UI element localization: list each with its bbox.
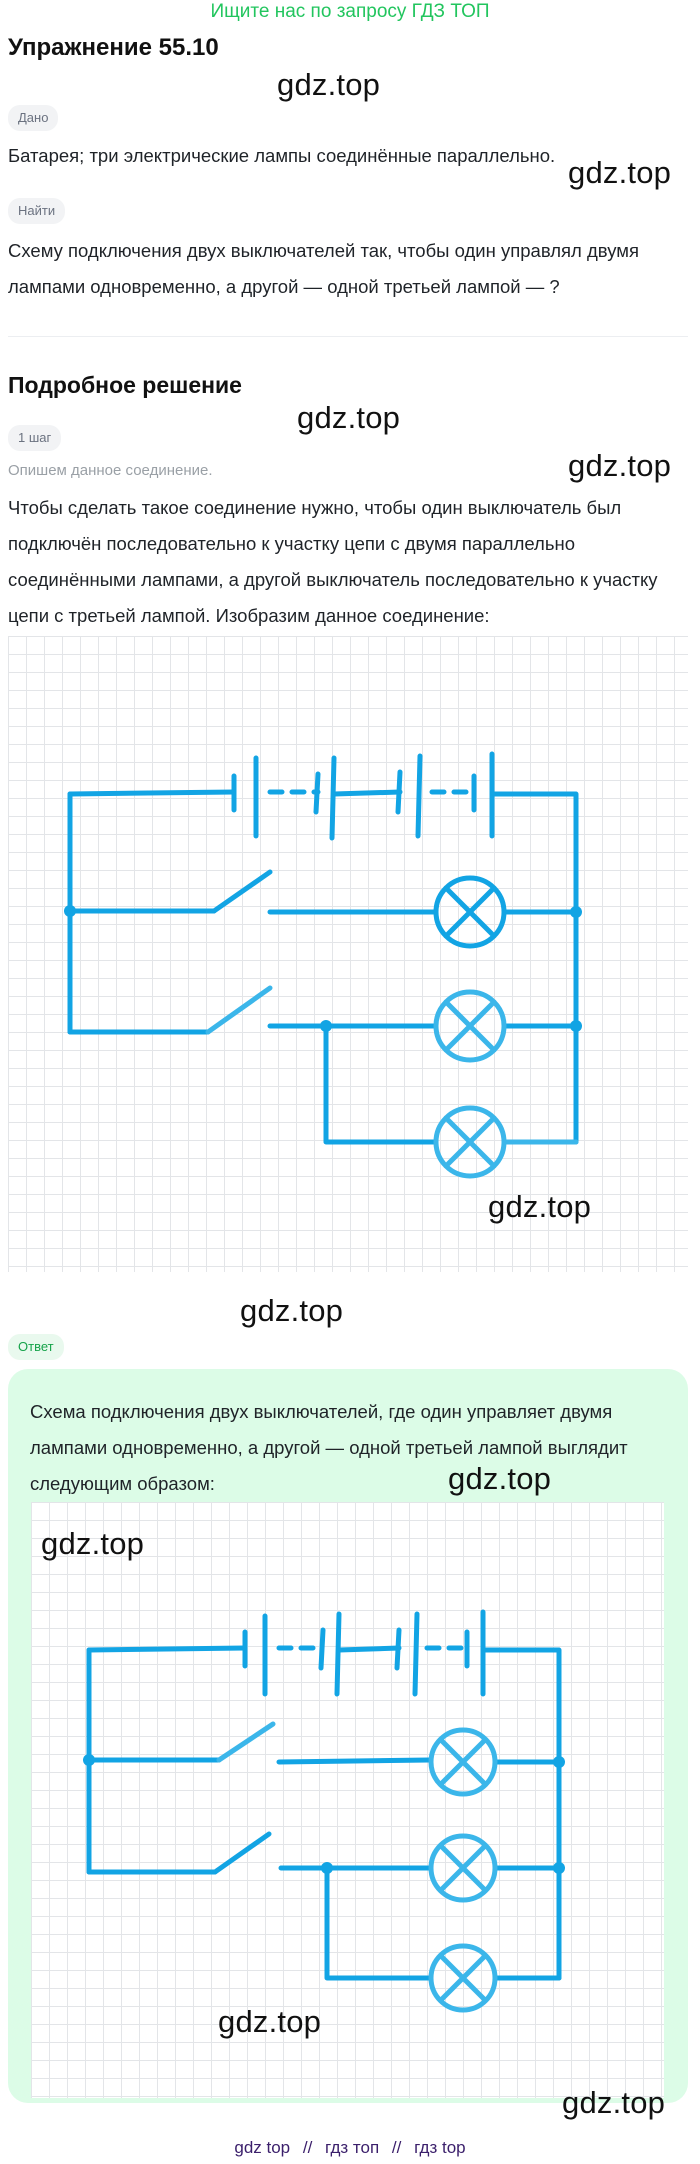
battery-cell [464, 1609, 486, 1697]
lamp-3 [428, 1943, 498, 2013]
wire [86, 1645, 248, 1653]
wire [336, 1645, 402, 1653]
battery-cell [231, 755, 259, 839]
wire [324, 1865, 434, 1981]
footer-separator: // [391, 2138, 402, 2157]
watermark: gdz.top [277, 67, 381, 102]
footer-link[interactable]: gdz top [234, 2138, 291, 2157]
junction [320, 1020, 332, 1032]
find-chip: Найти [8, 198, 66, 224]
wire [323, 1023, 439, 1145]
junction [321, 1862, 333, 1874]
switch-1 [211, 869, 273, 914]
answer-line: следующим образом: [30, 1473, 215, 1494]
wire [489, 791, 579, 917]
page-title: Упражнение 55.10 [8, 34, 219, 61]
footer-link[interactable]: гдз top [414, 2138, 466, 2157]
circuit-diagram [64, 751, 582, 1179]
battery-cell [318, 1611, 342, 1697]
junction [570, 906, 582, 918]
solution-line: соединёнными лампами, а другой выключате… [8, 569, 658, 590]
given-chip: Дано [8, 105, 59, 131]
junction [553, 1756, 565, 1768]
solution-line: цепи с третьей лампой. Изобразим данное … [8, 605, 490, 626]
watermark: gdz.top [488, 1189, 592, 1224]
junction [64, 905, 76, 917]
junction [553, 1862, 565, 1874]
top-banner[interactable]: Ищите нас по запросу ГДЗ ТОП [210, 1, 490, 22]
wire [480, 1647, 562, 1765]
wire [67, 789, 237, 800]
answer-circuit-diagram [83, 1609, 565, 2013]
battery-cell [395, 753, 423, 839]
watermark: gdz.top [41, 1526, 145, 1561]
footer-link[interactable]: гдз топ [325, 2138, 380, 2157]
watermark: gdz.top [568, 155, 672, 190]
lamp-3 [433, 1105, 507, 1179]
solution-line: подключён последовательно к участку цепи… [8, 533, 575, 554]
watermark: gdz.top [240, 1293, 344, 1328]
junction [570, 1020, 582, 1032]
wire [331, 789, 403, 797]
answer-line: лампами одновременно, а другой — одной т… [30, 1437, 628, 1458]
step-chip: 1 шаг [8, 425, 62, 451]
battery-cell [394, 1611, 420, 1697]
solution-line: Чтобы сделать такое соединение нужно, чт… [8, 497, 622, 518]
watermark: gdz.top [218, 2004, 322, 2039]
watermark: gdz.top [448, 1461, 552, 1496]
given-text: Батарея; три электрические лампы соединё… [8, 145, 556, 166]
solution-heading: Подробное решение [8, 372, 242, 398]
junction [83, 1754, 95, 1766]
divider [8, 336, 688, 337]
lamp-1 [433, 875, 507, 949]
watermark: gdz.top [297, 400, 401, 435]
lamp-2 [428, 1833, 498, 1903]
battery-cell [313, 755, 337, 841]
answer-circuit-grid [31, 1502, 664, 2098]
switch-2 [205, 985, 273, 1035]
footer-separator: // [302, 2138, 313, 2157]
circuit-diagram-grid [8, 636, 688, 1272]
lamp-1 [428, 1727, 498, 1797]
watermark: gdz.top [562, 2085, 666, 2120]
answer-chip: Ответ [8, 1334, 64, 1360]
watermark: gdz.top [568, 448, 672, 483]
find-line: Схему подключения двух выключателей так,… [8, 240, 639, 261]
footer-links: gdz top // гдз топ // гдз top [0, 2138, 700, 2158]
lamp-2 [433, 989, 507, 1063]
switch-1 [216, 1721, 276, 1763]
switch-2 [212, 1831, 272, 1875]
battery-cell [242, 1613, 268, 1697]
find-line: лампами одновременно, а другой — одной т… [8, 276, 560, 297]
battery-cell [471, 751, 495, 839]
step-hint: Опишем данное соединение. [8, 462, 213, 479]
answer-line: Схема подключения двух выключателей, где… [30, 1401, 613, 1422]
wire [276, 1757, 432, 1765]
